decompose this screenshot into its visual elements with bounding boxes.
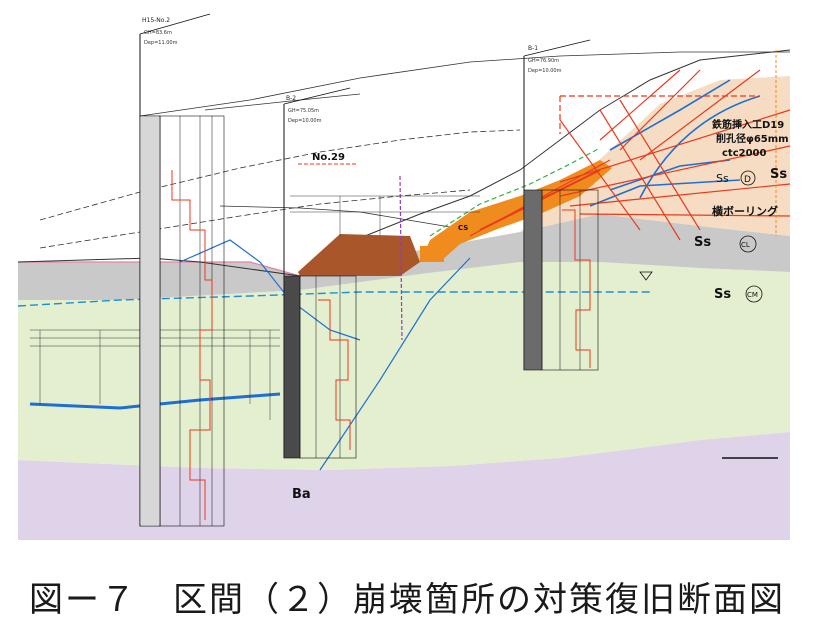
layer-ba — [18, 432, 790, 540]
purple-reference-line — [399, 175, 403, 341]
horizontal-boring-label: 横ボーリング — [712, 204, 778, 218]
cs-label: CS — [458, 224, 468, 232]
h15-name: H15-No.2 — [142, 17, 170, 24]
b1-dep: Dep=10.00m — [528, 68, 562, 74]
svg-text:Ss: Ss — [714, 287, 731, 302]
b2-name: B-2 — [286, 95, 296, 102]
b1-name: B-1 — [528, 45, 538, 52]
svg-text:CM: CM — [747, 291, 758, 299]
borehole-b2: B-2 GH=75.05m Dep=10.00m — [283, 87, 357, 459]
h15-gh: GH=83.6m — [144, 30, 172, 36]
rebar-lines — [469, 69, 791, 241]
label-ba: Ba — [292, 487, 311, 502]
b2-gh: GH=75.05m — [288, 108, 319, 114]
fill-brown — [298, 234, 420, 276]
svg-text:Ss: Ss — [770, 167, 787, 182]
layer-ss-cm — [18, 262, 790, 470]
geology-layers — [18, 76, 790, 540]
boundary-pink-line — [18, 261, 301, 277]
rebar-note-3: ctc2000 — [722, 148, 767, 159]
water-level-symbol — [639, 271, 653, 281]
figure-caption: 図ー７ 区間（２）崩壊箇所の対策復旧断面図 — [29, 580, 785, 620]
blue-lines — [29, 79, 761, 471]
green-dashed-slope — [429, 147, 601, 237]
borehole-b1: B-1 GH=76.90m Dep=10.00m — [523, 39, 599, 371]
svg-text:Ss: Ss — [694, 235, 711, 250]
svg-text:Ss: Ss — [716, 172, 729, 185]
label-ss-cl: Ss CL — [694, 235, 757, 253]
h15-dep: Dep=11.00m — [144, 40, 178, 46]
b1-gh: GH=76.90m — [528, 58, 559, 64]
section-number: No.29 — [312, 152, 345, 163]
rebar-note-2: 削孔径φ65mm — [716, 132, 789, 145]
b2-dep: Dep=10.00m — [288, 118, 322, 124]
rebar-note-1: 鉄筋挿入工D19 — [712, 118, 784, 131]
svg-text:CL: CL — [741, 241, 750, 249]
borehole-h15: H15-No.2 GH=83.6m Dep=11.00m — [139, 13, 225, 527]
label-ss-cm: Ss CM — [714, 285, 763, 303]
svg-text:D: D — [744, 175, 751, 185]
cross-section-diagram: H15-No.2 GH=83.6m Dep=11.00m B-2 GH=75.0… — [17, 13, 791, 540]
label-ss-d: Ss D Ss — [716, 167, 787, 186]
